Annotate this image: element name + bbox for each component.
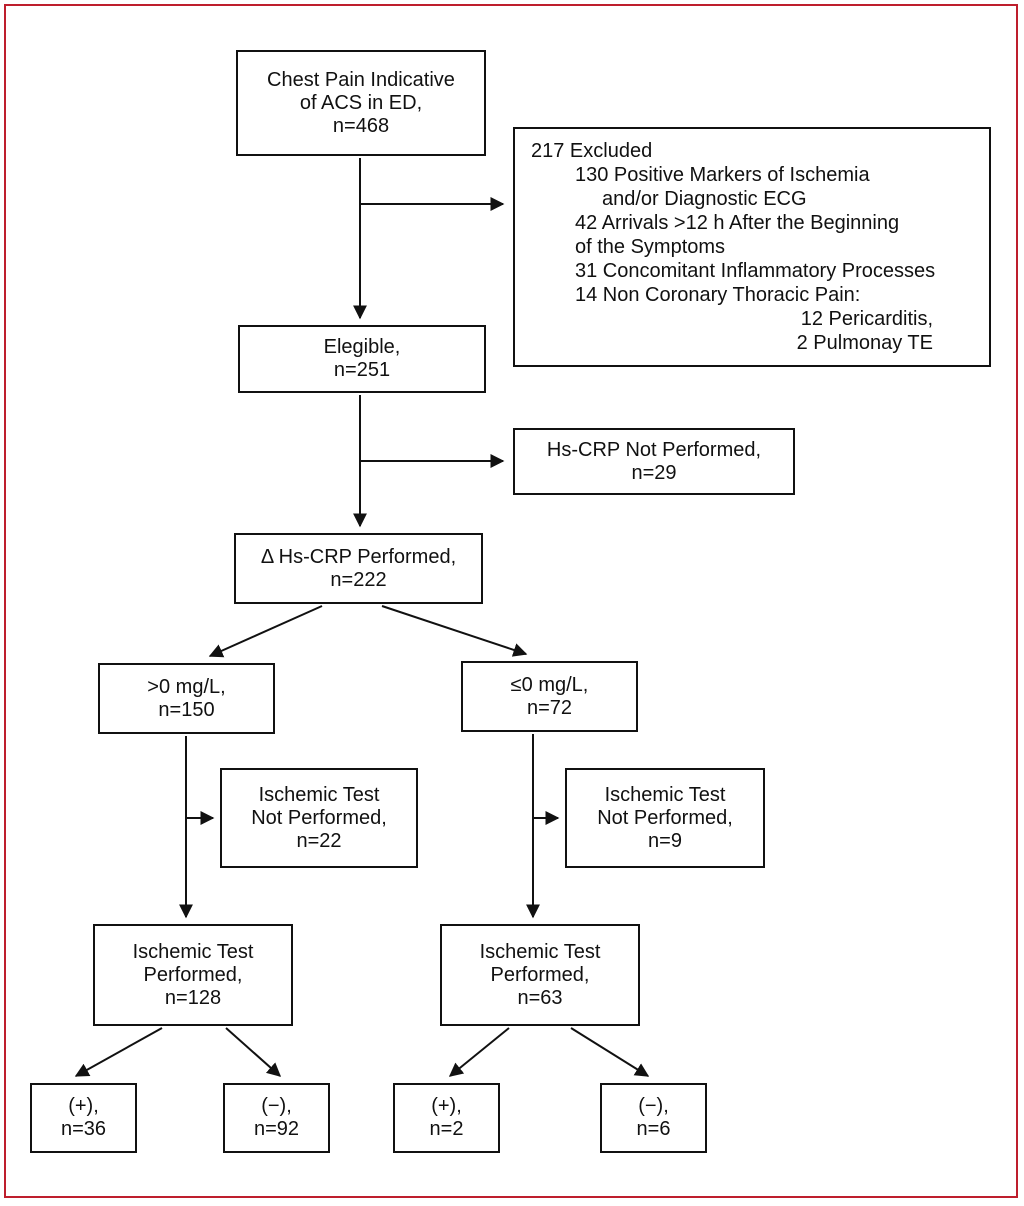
arrow-to-crp-negative bbox=[381, 605, 528, 657]
arrow-to-crp-positive bbox=[208, 605, 323, 658]
node-line: of the Symptoms bbox=[575, 236, 726, 258]
node-line: Performed, bbox=[143, 963, 243, 986]
node-test-not-performed-right: Ischemic Test Not Performed, n=9 bbox=[565, 768, 765, 868]
node-line: n=128 bbox=[164, 986, 222, 1009]
node-line: and/or Diagnostic ECG bbox=[602, 188, 807, 210]
node-line: n=150 bbox=[158, 698, 215, 721]
node-line: (−), bbox=[638, 1095, 669, 1117]
arrow-to-result-left-positive bbox=[74, 1027, 163, 1077]
node-test-not-performed-left: Ischemic Test Not Performed, n=22 bbox=[220, 768, 418, 868]
node-line: n=2 bbox=[429, 1118, 464, 1140]
node-line: n=92 bbox=[253, 1118, 300, 1140]
node-line: n=29 bbox=[631, 461, 677, 484]
node-line: Chest Pain Indicative bbox=[267, 68, 455, 91]
node-line: n=468 bbox=[332, 114, 390, 137]
node-crp-negative: ≤0 mg/L, n=72 bbox=[461, 661, 638, 732]
node-hscrp-not-performed: Hs-CRP Not Performed, n=29 bbox=[513, 428, 795, 495]
node-line: Ischemic Test bbox=[479, 940, 601, 963]
node-line: 12 Pericarditis, bbox=[800, 308, 933, 330]
node-line: n=63 bbox=[517, 986, 563, 1009]
node-line: 130 Positive Markers of Ischemia bbox=[575, 164, 870, 186]
arrow-to-result-right-positive bbox=[448, 1027, 510, 1077]
node-line: of ACS in ED, bbox=[299, 91, 423, 114]
node-result-left-positive: (+), n=36 bbox=[30, 1083, 137, 1153]
node-line: 42 Arrivals >12 h After the Beginning bbox=[575, 212, 900, 234]
node-line: Not Performed, bbox=[251, 806, 387, 829]
node-line: Hs-CRP Not Performed, bbox=[546, 438, 762, 461]
node-elegible: Elegible, n=251 bbox=[238, 325, 486, 393]
node-line: n=251 bbox=[333, 359, 391, 381]
node-chest-pain: Chest Pain Indicative of ACS in ED, n=46… bbox=[236, 50, 486, 156]
node-line: n=6 bbox=[636, 1118, 671, 1140]
node-hscrp-performed: Δ Hs-CRP Performed, n=222 bbox=[234, 533, 483, 604]
node-line: Ischemic Test bbox=[132, 940, 254, 963]
node-line: n=9 bbox=[648, 829, 682, 852]
node-line: Δ Hs-CRP Performed, bbox=[260, 545, 457, 568]
node-line: n=72 bbox=[526, 696, 573, 719]
node-line: (+), bbox=[68, 1095, 99, 1117]
node-line: n=36 bbox=[60, 1118, 107, 1140]
node-test-performed-left: Ischemic Test Performed, n=128 bbox=[93, 924, 293, 1026]
node-line: Not Performed, bbox=[597, 806, 733, 829]
node-line: (−), bbox=[261, 1095, 292, 1117]
node-line: Ischemic Test bbox=[604, 783, 726, 806]
node-line: n=22 bbox=[296, 829, 342, 852]
node-result-left-negative: (−), n=92 bbox=[223, 1083, 330, 1153]
node-line: n=222 bbox=[330, 568, 387, 591]
node-line: Elegible, bbox=[323, 336, 401, 358]
node-line: Performed, bbox=[490, 963, 590, 986]
node-line: 31 Concomitant Inflammatory Processes bbox=[575, 260, 936, 282]
node-line: 14 Non Coronary Thoracic Pain: bbox=[575, 284, 861, 306]
arrow-to-result-right-negative bbox=[570, 1027, 650, 1077]
node-excluded: 217 Excluded 130 Positive Markers of Isc… bbox=[513, 127, 991, 367]
node-line: 217 Excluded bbox=[531, 140, 653, 162]
node-line: >0 mg/L, bbox=[147, 675, 226, 698]
node-crp-positive: >0 mg/L, n=150 bbox=[98, 663, 275, 734]
node-line: (+), bbox=[431, 1095, 462, 1117]
node-test-performed-right: Ischemic Test Performed, n=63 bbox=[440, 924, 640, 1026]
node-line: ≤0 mg/L, bbox=[510, 673, 589, 696]
arrow-to-result-left-negative bbox=[225, 1027, 282, 1077]
node-result-right-positive: (+), n=2 bbox=[393, 1083, 500, 1153]
node-result-right-negative: (−), n=6 bbox=[600, 1083, 707, 1153]
node-line: Ischemic Test bbox=[258, 783, 380, 806]
node-line: 2 Pulmonay TE bbox=[796, 332, 933, 354]
